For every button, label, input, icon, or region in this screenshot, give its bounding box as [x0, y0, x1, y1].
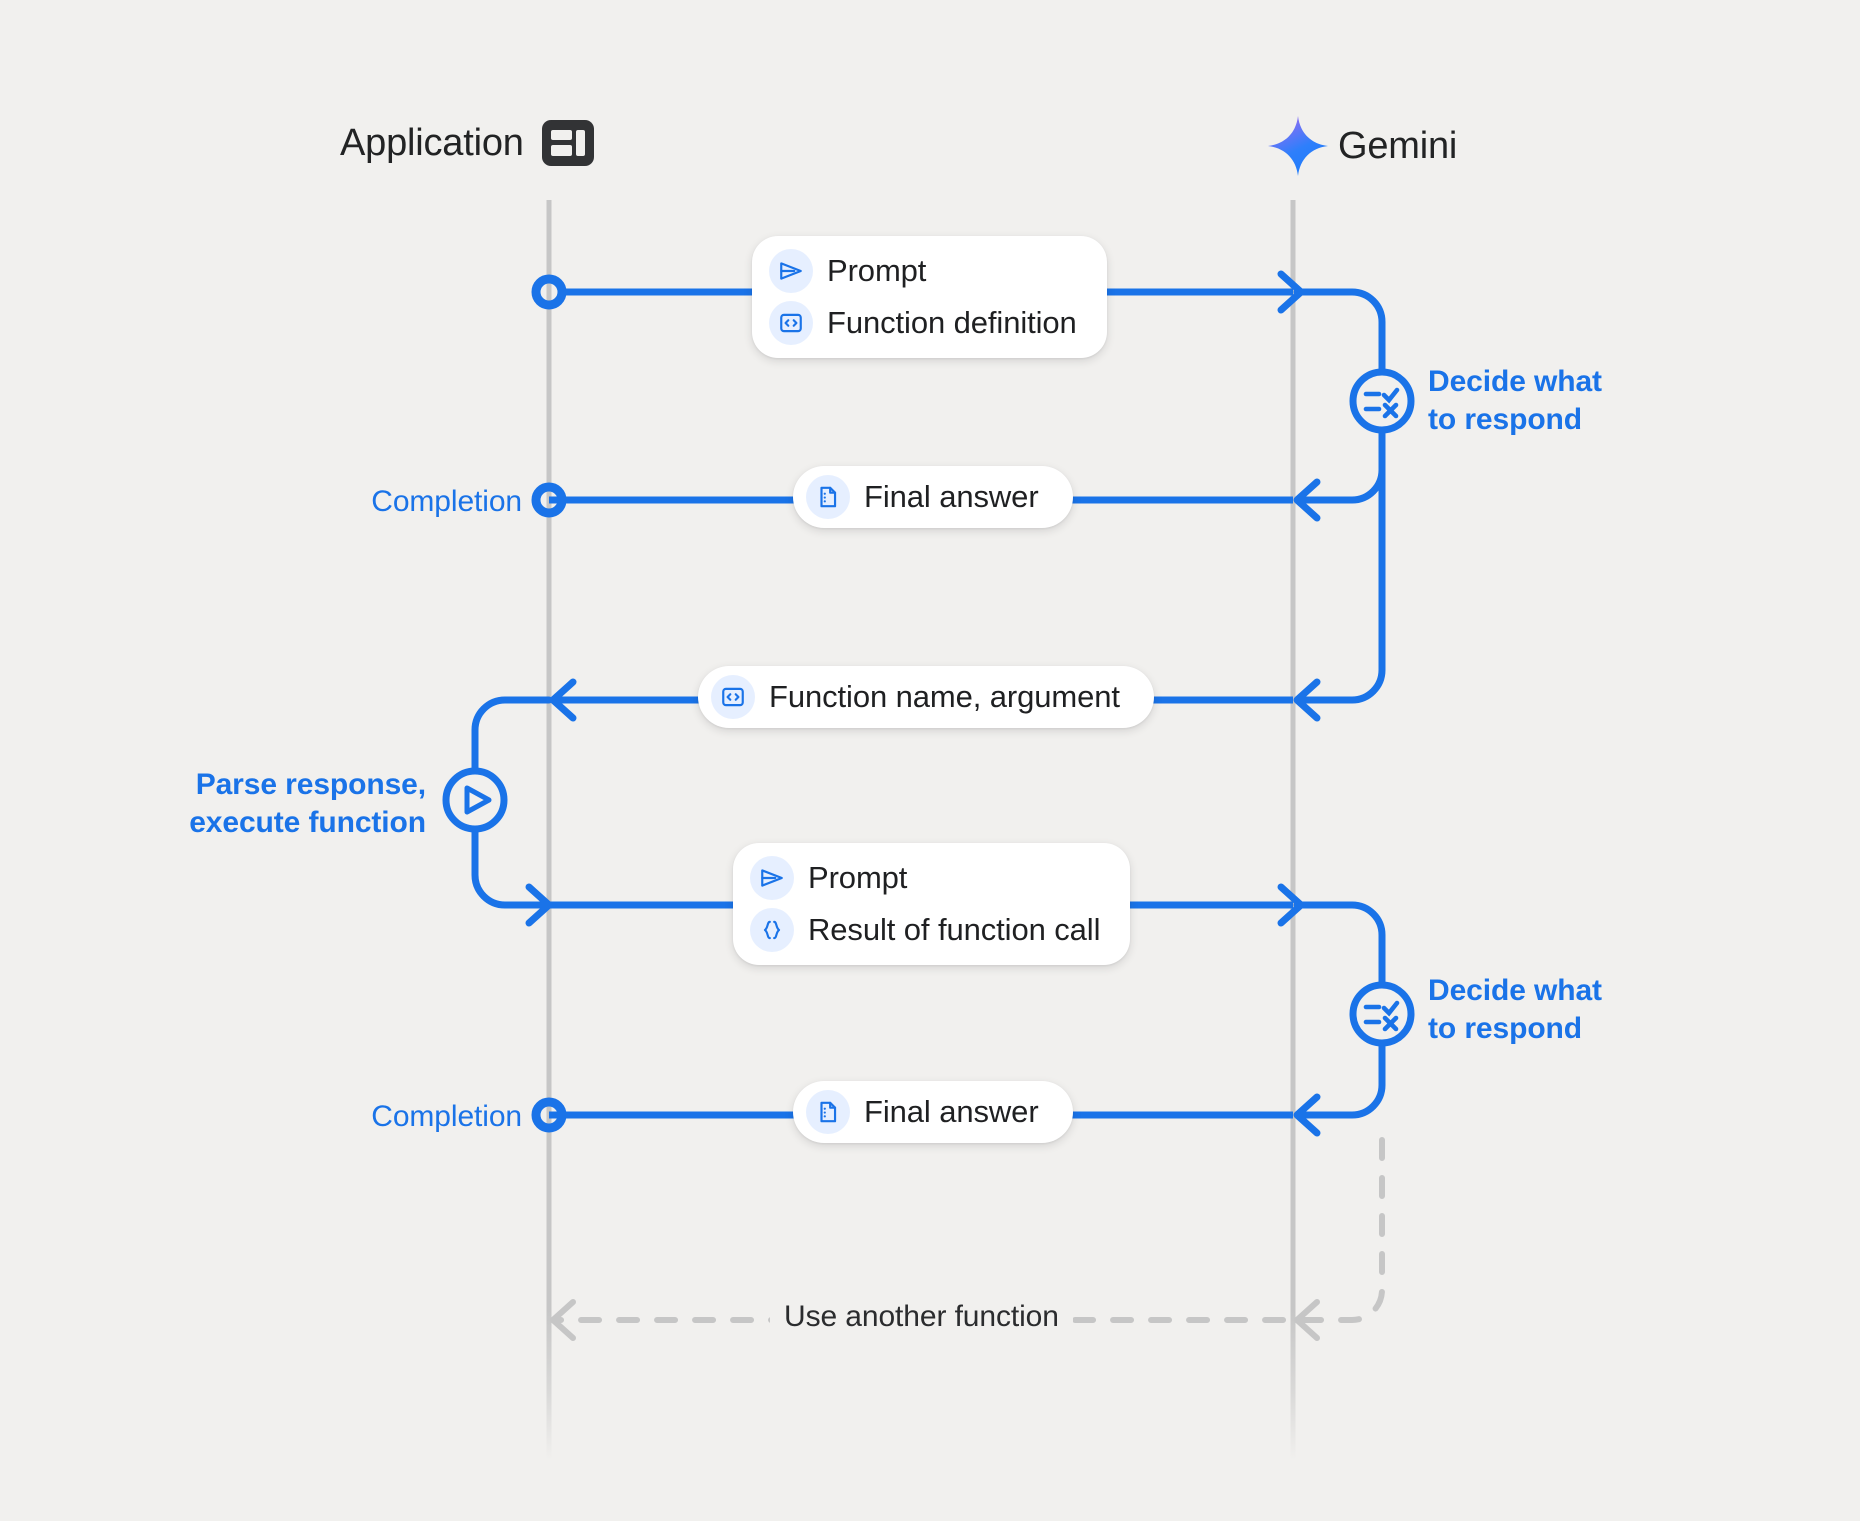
decision-checklist-icon-two	[1363, 1000, 1400, 1032]
card-row-final-answer: Final answer	[806, 1090, 1039, 1134]
annotation-completion-one: Completion	[371, 485, 522, 518]
card-label: Prompt	[808, 860, 908, 895]
card-label: Result of function call	[808, 912, 1101, 947]
code-brackets-icon	[769, 301, 813, 345]
code-brackets-icon	[711, 675, 755, 719]
column-header-gemini: Gemini	[1268, 120, 1457, 172]
annotation-parse-execute: Parse response, execute function	[189, 768, 426, 840]
annotation-loop: Use another function	[770, 1300, 1073, 1334]
card-request-two: Prompt Result of function call	[733, 843, 1131, 965]
card-row-function-definition: Function definition	[769, 301, 1077, 345]
card-row-prompt: Prompt	[769, 249, 1077, 293]
annotation-decide-one: Decide what to respond	[1428, 365, 1602, 437]
document-icon	[806, 1090, 850, 1134]
gemini-lifeline	[1290, 200, 1296, 1460]
card-label: Prompt	[827, 253, 927, 288]
card-label: Function name, argument	[769, 679, 1120, 714]
card-row-prompt: Prompt	[750, 856, 1100, 900]
flow-gemini-processing-two	[1293, 901, 1415, 1119]
send-icon	[750, 856, 794, 900]
application-layout-icon	[541, 120, 594, 166]
card-row-final-answer: Final answer	[806, 475, 1039, 519]
column-header-application: Application	[340, 120, 594, 166]
gemini-sparkle-slot	[1268, 120, 1320, 172]
send-icon	[769, 249, 813, 293]
card-label: Final answer	[864, 1094, 1039, 1129]
gemini-sparkle-icon	[1268, 116, 1328, 176]
annotation-completion-two: Completion	[371, 1100, 522, 1133]
annotation-decide-two: Decide what to respond	[1428, 974, 1602, 1046]
card-label: Function definition	[827, 305, 1077, 340]
card-final-answer-one: Final answer	[793, 466, 1073, 528]
flow-parse-execute	[442, 696, 553, 909]
decision-checklist-icon-one	[1363, 387, 1400, 419]
card-final-answer-two: Final answer	[793, 1081, 1073, 1143]
card-request-one: Prompt Function definition	[752, 236, 1107, 358]
application-lifeline	[546, 200, 552, 1460]
curly-braces-icon	[750, 908, 794, 952]
gemini-label: Gemini	[1338, 124, 1458, 167]
card-function-call: Function name, argument	[698, 666, 1154, 728]
flow-gemini-processing-one	[1293, 288, 1415, 704]
card-label: Final answer	[864, 479, 1039, 514]
card-row-function-call: Function name, argument	[711, 675, 1120, 719]
application-label: Application	[340, 121, 524, 164]
card-row-function-result: Result of function call	[750, 908, 1100, 952]
flow-loop-back	[550, 1137, 1385, 1341]
document-icon	[806, 475, 850, 519]
